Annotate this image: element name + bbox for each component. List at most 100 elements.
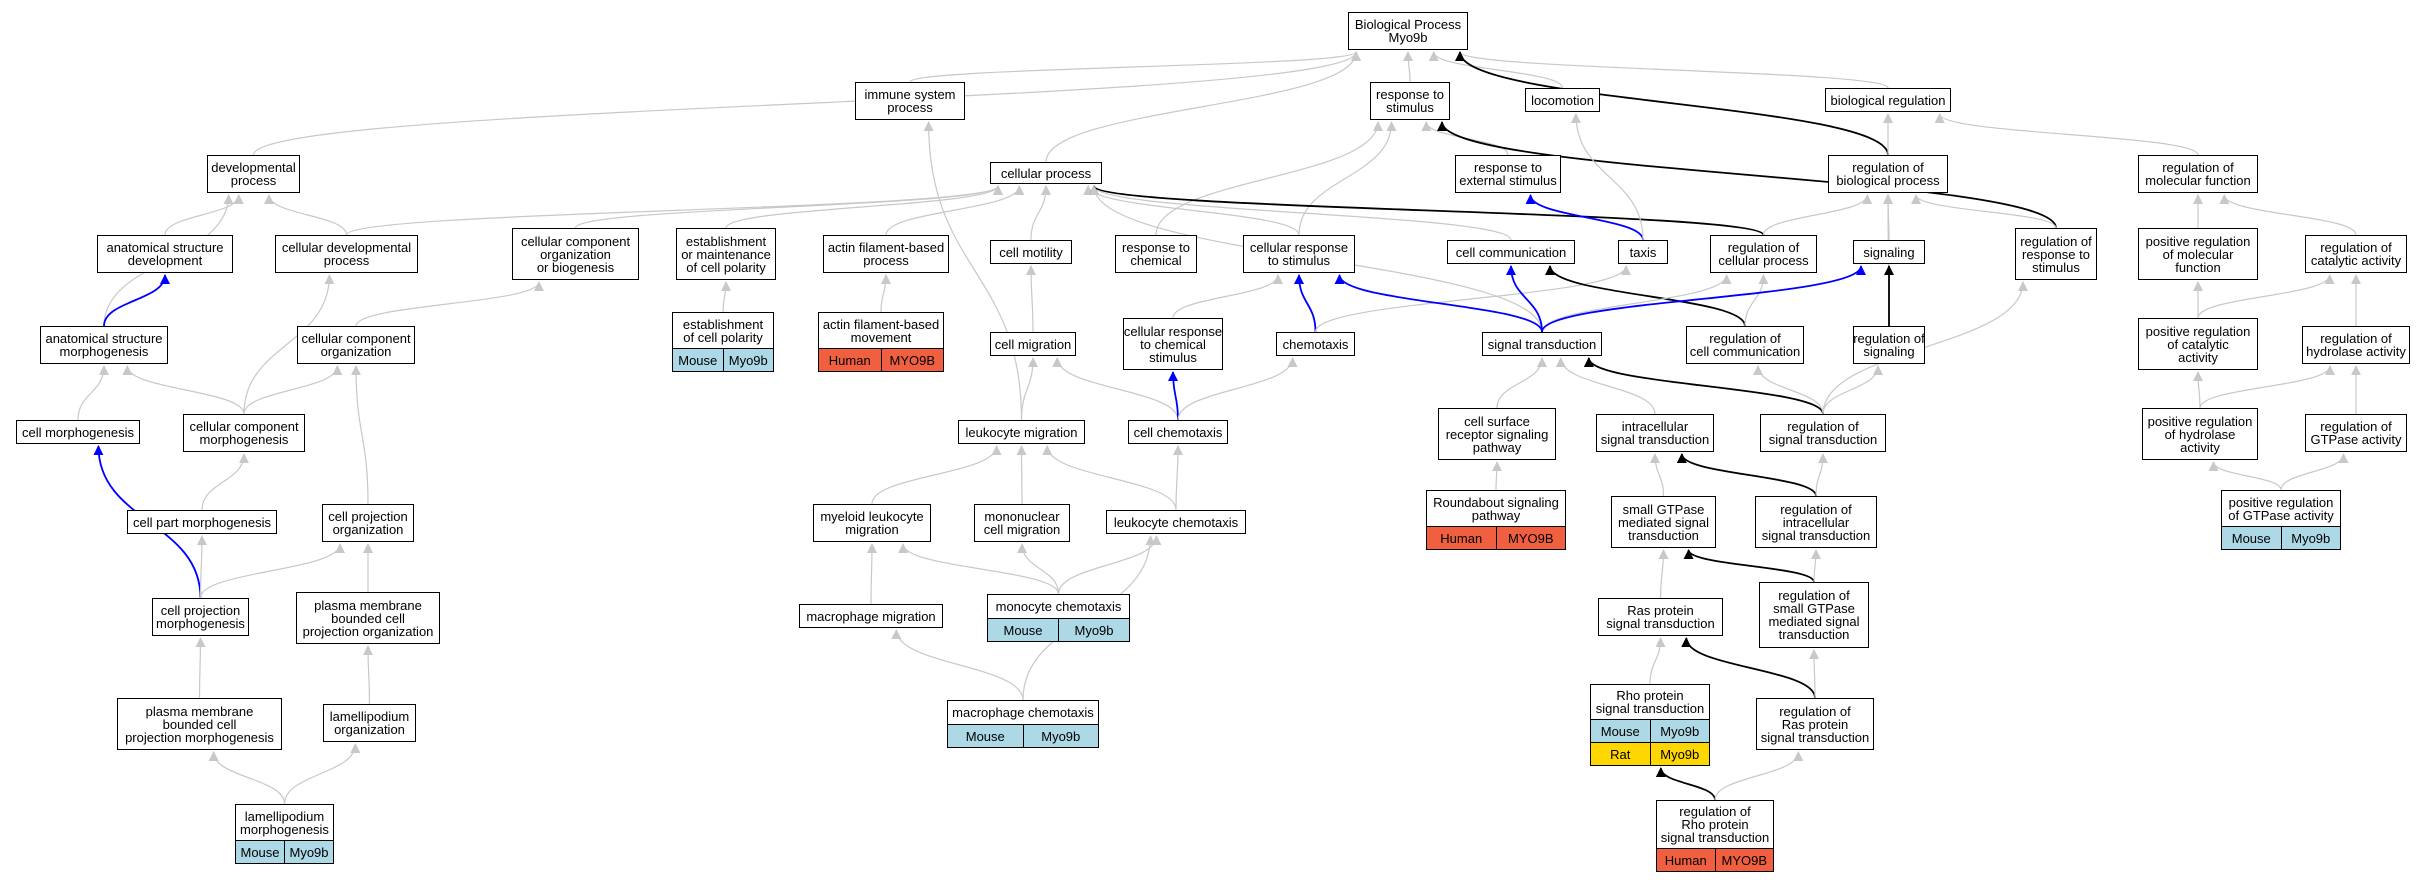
go-term-label: leukocyte migration xyxy=(959,421,1084,443)
go-term-label-line: Biological Process xyxy=(1354,17,1462,32)
edge-ccm-to-cco xyxy=(243,365,343,415)
go-term-sig[interactable]: signaling xyxy=(1853,240,1925,264)
annotation-species: Human xyxy=(1427,527,1496,549)
go-term-label-line: anatomical structure xyxy=(106,240,224,255)
go-term-label-line: stimulus xyxy=(2032,259,2080,275)
go-term-chemo[interactable]: chemotaxis xyxy=(1276,332,1355,356)
go-term-ccom[interactable]: cell communication xyxy=(1447,240,1575,264)
edge-mcm-to-lmig xyxy=(1016,445,1027,505)
go-term-cp[interactable]: cellular process xyxy=(990,162,1102,184)
go-term-taxis[interactable]: taxis xyxy=(1618,240,1668,264)
go-term-st[interactable]: signal transduction xyxy=(1482,332,1602,356)
go-term-label-line: cellular response xyxy=(1123,323,1223,339)
go-term-cpm[interactable]: cell part morphogenesis xyxy=(127,510,277,534)
go-term-label-line: Ras protein xyxy=(1781,716,1849,732)
go-term-label-line: transduction xyxy=(1628,527,1699,543)
annotation-gene: MYO9B xyxy=(1495,527,1565,549)
go-term-lchemo[interactable]: leukocyte chemotaxis xyxy=(1106,510,1246,534)
edge-rist-to-rst xyxy=(1815,453,1828,497)
annotation-gene: Myo9b xyxy=(2280,527,2340,549)
go-term-cmig[interactable]: cell migration xyxy=(990,332,1076,356)
edge-rcc-to-ccom xyxy=(1545,265,1746,327)
go-term-breg[interactable]: biological regulation xyxy=(1825,88,1951,112)
go-term-cmorph[interactable]: cell morphogenesis xyxy=(16,420,140,444)
go-term-loco[interactable]: locomotion xyxy=(1525,88,1600,112)
go-term-label-line: macrophage migration xyxy=(806,608,936,624)
edge-rist-to-ist xyxy=(1676,453,1817,497)
go-term-cmot[interactable]: cell motility xyxy=(990,240,1072,264)
go-term-cchemo[interactable]: cell chemotaxis xyxy=(1128,420,1228,444)
go-term-label-line: cell surface xyxy=(1464,413,1530,429)
edge-st-to-crts xyxy=(1334,274,1543,333)
go-term-label: cellular process xyxy=(991,163,1101,183)
go-term-label-line: process xyxy=(323,253,370,268)
go-term-label: chemotaxis xyxy=(1277,333,1354,355)
go-term-lmig[interactable]: leukocyte migration xyxy=(958,420,1085,444)
go-term-mmig[interactable]: macrophage migration xyxy=(799,604,943,628)
go-term-label-line: cell migration xyxy=(994,336,1072,352)
edge-cchemo-to-crcs xyxy=(1168,371,1179,421)
go-term-label-line: organization xyxy=(540,246,611,262)
go-term-label-line: signal transduction xyxy=(1761,527,1871,543)
